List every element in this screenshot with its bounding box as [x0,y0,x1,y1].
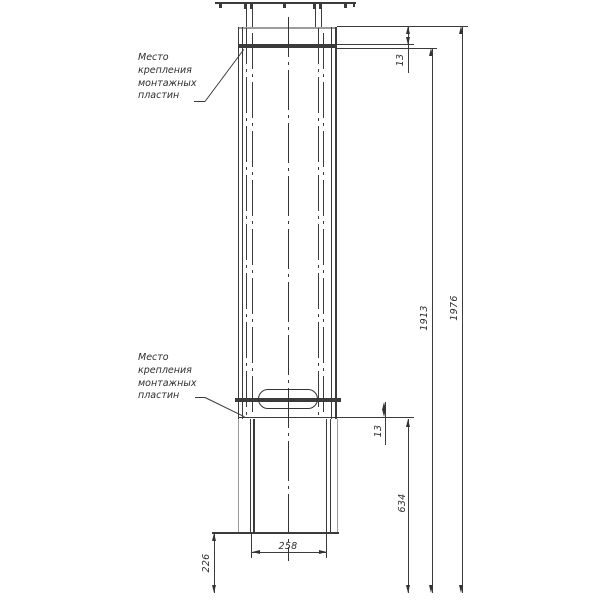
dimension-arrow-icon [406,26,411,34]
top-plate-tick [344,3,347,8]
mounting-label-top: Место крепления монтажных пластин [138,52,196,103]
dimension-arrow-icon [211,585,216,593]
label-line: Место [138,352,169,363]
top-plate-tick [313,3,316,9]
dimension-line-clearance [214,533,216,593]
leader-tail-top [194,100,205,102]
dimension-value-mount-span: 1913 [419,305,430,331]
lower-outer-wall-right [337,418,338,533]
top-plate-tick [319,3,322,9]
top-plate-tick [250,3,253,9]
dimension-line-total-height [461,25,463,593]
dimension-line-lower-height [408,419,410,593]
mounting-slot [257,389,318,409]
hole-centerline [322,33,324,418]
dimension-arrow-icon [429,584,434,593]
extension-line-top-plate [336,44,414,46]
dimension-arrow-icon [459,25,464,34]
top-plate-tick [283,3,286,8]
dimension-line-top-offset [408,26,410,73]
extension-line-width-left [251,534,253,558]
label-line: пластин [138,390,180,402]
label-line: крепления [138,64,192,76]
dimension-value-lower-height: 634 [397,493,408,513]
mounting-plate-top [239,44,336,48]
dimension-arrow-icon [429,47,434,56]
dimension-value-bottom-width: 258 [278,541,298,552]
bolt-line [246,3,247,28]
dimension-arrow-icon [405,419,410,427]
column-top-edge [239,27,336,29]
bolt-line [315,3,316,28]
label-line: пластин [138,90,180,102]
extension-line-width-right [326,534,328,558]
dimension-arrow-icon [405,585,410,593]
column-side-wall-right-outer [334,27,337,419]
dimension-value-top-offset: 13 [395,53,406,67]
dimension-arrow-icon [406,37,411,45]
dimension-line-bottom-offset [384,402,386,445]
bolt-line [252,3,253,28]
label-line: монтажных [138,77,197,89]
dimension-arrow-icon [382,402,387,410]
column-bottom-edge [212,531,339,534]
dimension-value-bottom-offset: 13 [373,424,384,438]
dimension-arrow-icon [211,533,216,541]
vertical-centerline [287,17,289,561]
dimension-line-bottom-width [251,552,327,553]
mounting-label-bottom: Место крепления монтажных пластин [138,352,196,403]
column-side-wall-left-outer [237,27,240,419]
dimension-arrow-icon [252,549,260,554]
dimension-value-total-height: 1976 [449,295,460,321]
lower-outer-wall-left [238,418,239,533]
hole-centerline [252,33,254,418]
hole-centerline [245,28,247,418]
dimension-arrow-icon [382,409,387,418]
bolt-line [321,3,322,28]
dimension-line-mount-span [431,47,433,593]
label-line: монтажных [138,377,197,389]
hole-centerline [318,28,320,418]
label-line: Место [138,52,169,63]
dimension-value-clearance: 226 [201,553,212,573]
top-plate-tick [219,3,222,8]
extension-line-total-height [337,25,468,27]
lower-inner-wall-right [326,418,328,533]
lower-inner-wall-right [329,418,331,533]
leader-tail-bottom [195,396,205,398]
column-upper-bottom-edge [237,416,338,419]
lower-inner-wall-left [253,418,255,533]
top-plate-tick [353,3,355,7]
extension-line-lower-edge [337,416,414,418]
dimension-arrow-icon [459,584,464,593]
lower-inner-wall-left [249,418,251,533]
top-plate-tick [244,3,247,9]
extension-line-mount-span [336,47,437,49]
column-side-wall-right-inner [330,27,332,419]
dimension-arrow-icon [319,549,327,554]
column-side-wall-left-inner [242,27,244,419]
label-line: крепления [138,364,192,376]
